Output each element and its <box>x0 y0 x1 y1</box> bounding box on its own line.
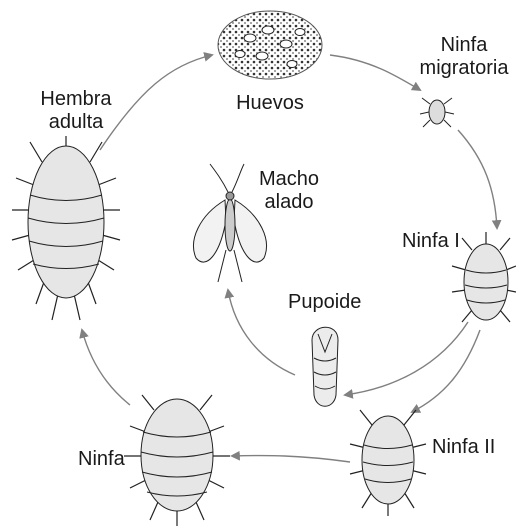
label-adult-female: Hembra adulta <box>32 88 120 134</box>
label-migratory-line2: migratoria <box>418 57 510 80</box>
label-nymph-one: Ninfa I <box>402 230 460 253</box>
eggs-cluster-illustration <box>218 11 322 79</box>
arrow-pupoid-to-male <box>228 290 295 375</box>
label-winged-male: Macho alado <box>248 168 330 214</box>
label-adult-female-line2: adulta <box>32 111 120 134</box>
adult-female-illustration <box>12 136 120 320</box>
label-migratory-nymph: Ninfa migratoria <box>418 34 510 80</box>
arrow-nymph-to-female <box>82 330 130 405</box>
nymph-one-illustration <box>452 232 516 322</box>
arrow-eggs-to-migratory <box>330 55 420 90</box>
arrow-nymph2-to-nymph <box>232 456 350 462</box>
nymph-illustration <box>124 395 230 526</box>
migratory-nymph-illustration <box>420 98 454 127</box>
label-winged-male-line1: Macho <box>248 168 330 191</box>
label-migratory-line1: Ninfa <box>418 34 510 57</box>
label-nymph-two: Ninfa II <box>432 436 495 459</box>
arrow-migratory-to-nymph1 <box>458 130 497 228</box>
nymph-two-illustration <box>350 410 426 516</box>
label-adult-female-line1: Hembra <box>32 88 120 111</box>
label-eggs: Huevos <box>228 92 312 115</box>
arrow-nymph1-to-nymph2 <box>412 330 480 412</box>
label-winged-male-line2: alado <box>248 191 330 214</box>
label-pupoid: Pupoide <box>288 291 361 314</box>
label-nymph: Ninfa <box>78 448 125 471</box>
pupoid-illustration <box>312 327 338 406</box>
